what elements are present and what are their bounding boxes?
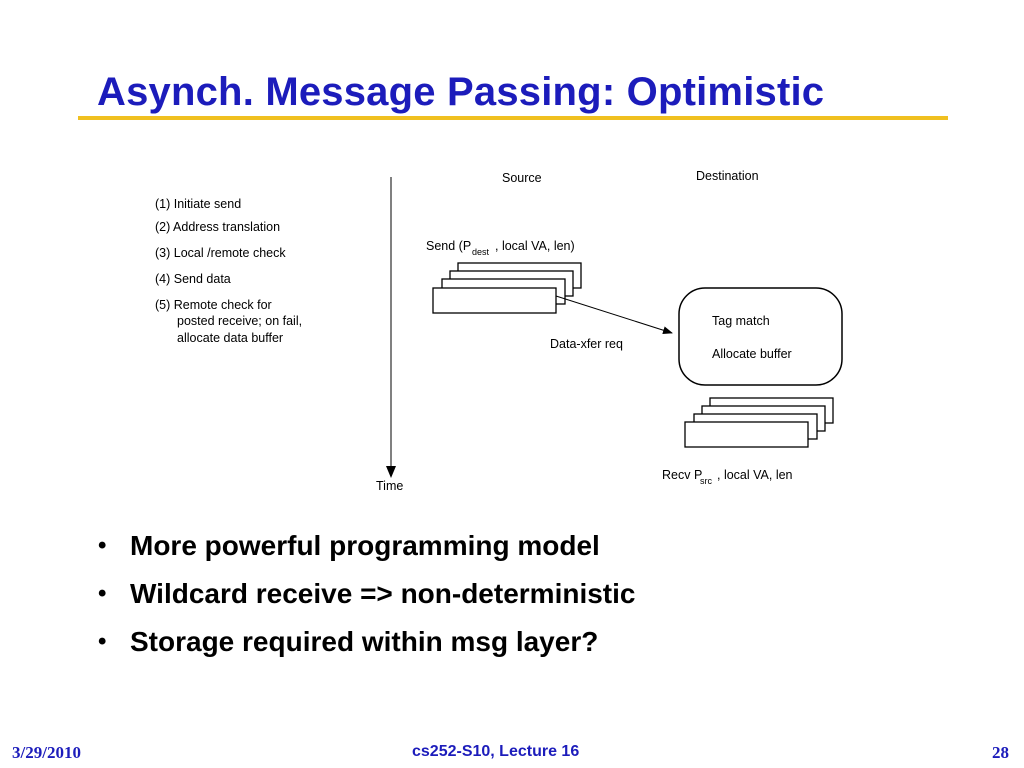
step-5-line-1: (5) Remote check for — [155, 298, 272, 312]
recv-buffer-stack — [684, 397, 834, 448]
bullet-text: More powerful programming model — [130, 530, 600, 561]
tag-match-box — [678, 287, 843, 386]
bullet-dot-icon: • — [98, 532, 107, 559]
bullet-item: • Storage required within msg layer? — [98, 620, 635, 668]
send-label-prefix: Send (P — [426, 239, 471, 253]
step-1: (1) Initiate send — [155, 197, 241, 211]
recv-label-subscript: src — [700, 476, 712, 486]
send-label-suffix: , local VA, len) — [495, 239, 575, 253]
recv-label-prefix: Recv P — [662, 468, 702, 482]
slide-title: Asynch. Message Passing: Optimistic — [97, 70, 825, 114]
data-xfer-arrow — [555, 295, 673, 335]
allocate-buffer-label: Allocate buffer — [712, 347, 792, 361]
data-xfer-label: Data-xfer req — [550, 337, 623, 351]
footer-page-number: 28 — [992, 743, 1009, 762]
step-4: (4) Send data — [155, 272, 231, 286]
source-label: Source — [502, 171, 542, 185]
bullet-dot-icon: • — [98, 580, 107, 607]
time-label: Time — [376, 479, 403, 493]
bullet-item: • Wildcard receive => non-deterministic — [98, 572, 635, 620]
send-buffer-stack — [432, 262, 582, 314]
bullet-item: • More powerful programming model — [98, 524, 635, 572]
step-2: (2) Address translation — [155, 220, 280, 234]
footer-date: 3/29/2010 — [12, 743, 81, 762]
send-label-subscript: dest — [472, 247, 490, 257]
time-axis-arrowhead — [386, 466, 396, 478]
bullet-text: Storage required within msg layer? — [130, 626, 599, 657]
title-divider — [78, 116, 948, 120]
footer-course: cs252-S10, Lecture 16 — [412, 743, 580, 760]
destination-label: Destination — [696, 169, 759, 183]
step-5-line-2: posted receive; on fail, — [177, 314, 302, 328]
step-5-line-3: allocate data buffer — [177, 331, 283, 345]
message-passing-diagram: Time (1) Initiate send (2) Address trans… — [155, 169, 843, 493]
step-3: (3) Local /remote check — [155, 246, 286, 260]
bullet-dot-icon: • — [98, 628, 107, 655]
recv-label-suffix: , local VA, len — [717, 468, 793, 482]
bullet-text: Wildcard receive => non-deterministic — [130, 578, 636, 609]
tag-match-label: Tag match — [712, 314, 770, 328]
bullet-list: • More powerful programming model • Wildca… — [98, 524, 635, 668]
